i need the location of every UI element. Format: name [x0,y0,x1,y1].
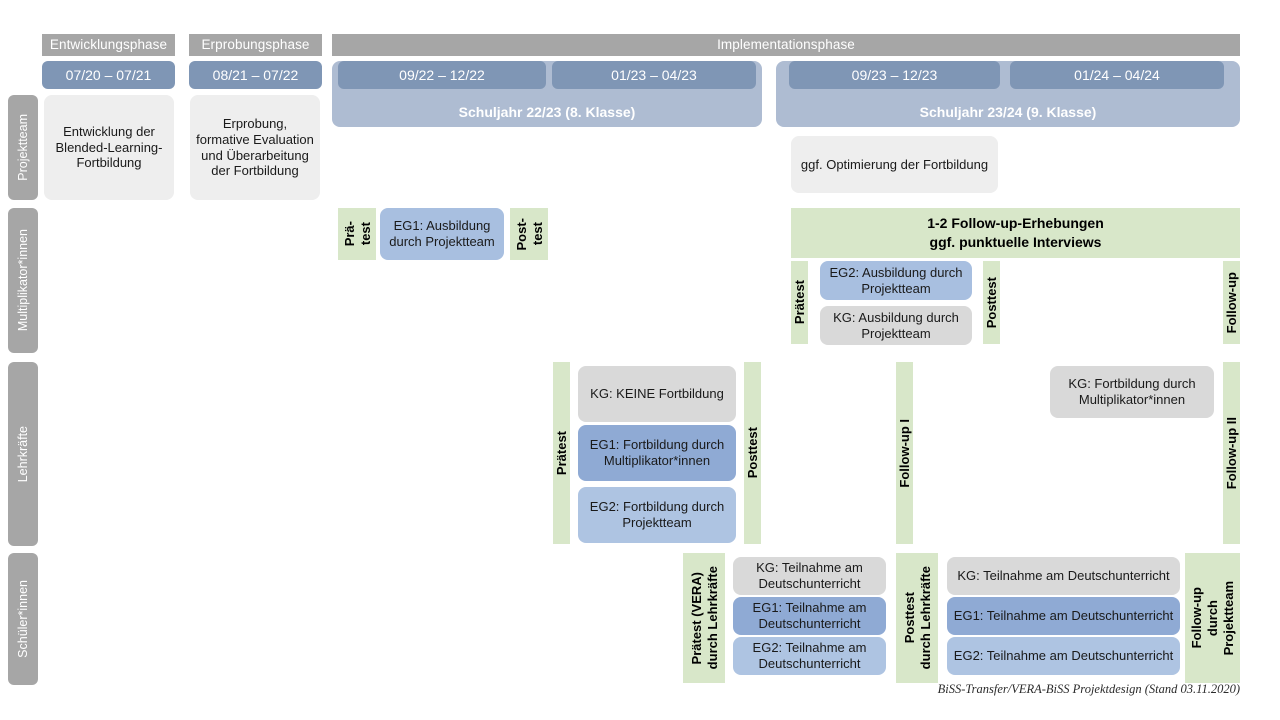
measure-posttest-schueler: Posttest durch Lehrkräfte [896,553,938,683]
phase-label: Implementationsphase [717,36,855,52]
box-schueler-right-kg: KG: Teilnahme am Deutschunterricht [947,557,1180,595]
measure-posttest-multiplikatoren: Post- test [510,208,548,260]
measure-praetest-multiplikatoren-2: Prätest [791,261,808,344]
measure-posttest-lehrkraefte: Posttest [744,362,761,544]
measure-followup-2-lehrkraefte: Follow-up II [1223,362,1240,544]
box-entwicklung-fortbildung: Entwicklung der Blended-Learning-Fortbil… [44,95,174,200]
phase-header-erprobungsphase: Erprobungsphase [189,34,322,56]
measure-followup-schueler: Follow-up durch Projektteam [1185,553,1240,683]
box-eg2-fortbildung-projektteam: EG2: Fortbildung durch Projektteam [578,487,736,543]
footer-source-note: BiSS-Transfer/VERA-BiSS Projektdesign (S… [937,682,1240,696]
phase-header-implementationsphase: Implementationsphase [332,34,1240,56]
row-label-schuelerinnen: Schüler*innen [8,553,38,685]
measure-followup-multiplikatoren: Follow-up [1223,261,1240,344]
period-label: 09/23 – 12/23 [851,67,938,83]
period-pill-0923-1223: 09/23 – 12/23 [789,61,1000,89]
period-pill-0124-0424: 01/24 – 04/24 [1010,61,1224,89]
period-label: 07/20 – 07/21 [65,67,152,83]
period-pill-0720-0721: 07/20 – 07/21 [42,61,175,89]
phase-label: Erprobungsphase [201,36,310,52]
box-erprobung-evaluation: Erprobung, formative Evaluation und Über… [190,95,320,200]
period-label: 01/23 – 04/23 [611,67,697,83]
school-year-label: Schuljahr 22/23 (8. Klasse) [458,104,636,120]
period-pill-0821-0722: 08/21 – 07/22 [189,61,322,89]
box-kg-fortbildung-multiplikatoren: KG: Fortbildung durch Multiplikator*inne… [1050,366,1214,418]
measure-followup-1-lehrkraefte: Follow-up I [896,362,913,544]
box-optimierung-fortbildung: ggf. Optimierung der Fortbildung [791,136,998,193]
box-eg1-fortbildung-multiplikatoren: EG1: Fortbildung durch Multiplikator*inn… [578,425,736,481]
box-schueler-left-eg2: EG2: Teilnahme am Deutschunterricht [733,637,886,675]
box-schueler-left-eg1: EG1: Teilnahme am Deutschunterricht [733,597,886,635]
box-kg-keine-fortbildung: KG: KEINE Fortbildung [578,366,736,422]
measure-praetest-vera-schueler: Prätest (VERA) durch Lehrkräfte [683,553,725,683]
phase-label: Entwicklungsphase [49,36,168,52]
school-year-label: Schuljahr 23/24 (9. Klasse) [919,104,1097,120]
row-label-lehrkraefte: Lehrkräfte [8,362,38,546]
row-label-projektteam: Projektteam [8,95,38,200]
period-label: 09/22 – 12/22 [399,67,485,83]
box-schueler-left-kg: KG: Teilnahme am Deutschunterricht [733,557,886,595]
box-eg2-ausbildung-projektteam: EG2: Ausbildung durch Projektteam [820,261,972,300]
period-label: 08/21 – 07/22 [212,67,299,83]
period-pill-0123-0423: 01/23 – 04/23 [552,61,756,89]
banner-followup-erhebungen: 1-2 Follow-up-Erhebungen ggf. punktuelle… [791,208,1240,258]
measure-posttest-multiplikatoren-2: Posttest [983,261,1000,344]
box-kg-ausbildung-projektteam: KG: Ausbildung durch Projektteam [820,306,972,345]
period-pill-0922-1222: 09/22 – 12/22 [338,61,546,89]
box-schueler-right-eg2: EG2: Teilnahme am Deutschunterricht [947,637,1180,675]
row-label-multiplikatorinnen: Multiplikator*innen [8,208,38,353]
period-label: 01/24 – 04/24 [1074,67,1160,83]
box-eg1-ausbildung-projektteam: EG1: Ausbildung durch Projektteam [380,208,504,260]
measure-praetest-multiplikatoren: Prä- test [338,208,376,260]
box-schueler-right-eg1: EG1: Teilnahme am Deutschunterricht [947,597,1180,635]
measure-praetest-lehrkraefte: Prätest [553,362,570,544]
phase-header-entwicklungsphase: Entwicklungsphase [42,34,175,56]
